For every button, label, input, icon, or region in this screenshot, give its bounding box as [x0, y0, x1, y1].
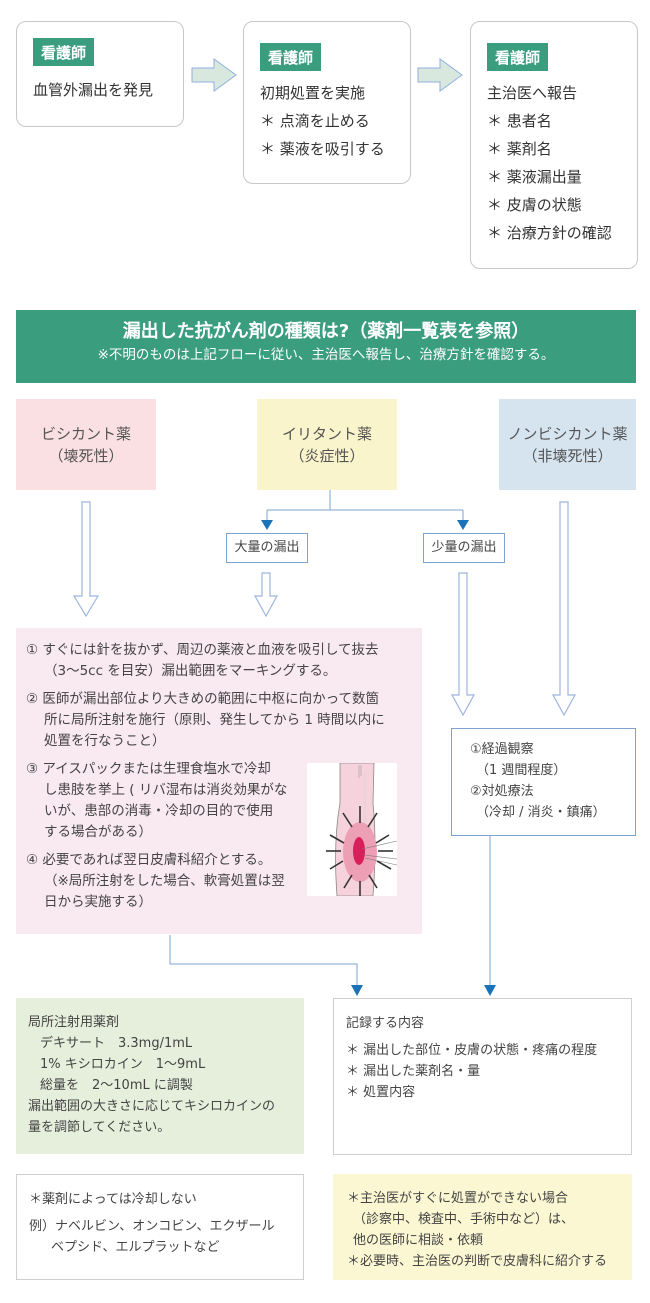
cooling-note-box: ＊薬剤によっては冷却しない 例）ナベルビン、オンコビン、エクザール ベプシド、エ… [16, 1174, 304, 1280]
injection-line: デキサート 3.3mg/1mL [40, 1036, 193, 1051]
step-text: ＊ 患者名 [487, 112, 552, 130]
doctor-note-line: ＊必要時、主治医の判断で皮膚科に紹介する [347, 1254, 608, 1269]
step-text: 初期処置を実施 [260, 84, 366, 102]
flow-arrow-2 [417, 58, 463, 92]
doctor-note-line: 他の医師に相談・依頼 [353, 1233, 484, 1248]
treatment-step-3: ③ アイスパックまたは生理食塩水で冷却 し患肢を挙上 ( リバ湿布は消炎効果がな… [26, 761, 288, 840]
banner-title: 漏出した抗がん剤の種類は?（薬剤一覧表を参照） [122, 321, 530, 342]
observation-line: （1 週間程度） [476, 763, 567, 778]
record-item: ＊ 処置内容 [346, 1085, 416, 1100]
hollow-arrow-nonvesicant [551, 501, 577, 717]
drug-type-banner: 漏出した抗がん剤の種類は?（薬剤一覧表を参照） ※不明のものは上記フローに従い、… [16, 310, 636, 383]
record-item: ＊ 漏出した部位・皮膚の状態・疼痛の程度 [346, 1043, 598, 1058]
record-item: ＊ 漏出した薬剤名・量 [346, 1064, 481, 1079]
category-name: ノンビシカント薬 [507, 424, 628, 443]
branch-large-leak: 大量の漏出 [226, 533, 308, 563]
banner-subtitle: ※不明のものは上記フローに従い、主治医へ報告し、治療方針を確認する。 [97, 347, 555, 363]
step-text: ＊ 皮膚の状態 [487, 196, 582, 214]
flow-arrow-1 [191, 58, 237, 92]
category-type: （非壊死性） [522, 446, 613, 465]
hollow-arrow-vesicant [72, 501, 100, 618]
injection-title: 局所注射用薬剤 [28, 1015, 120, 1030]
treatment-step-4: ④ 必要であれば翌日皮膚科紹介とする。 （※局所注射をした場合、軟膏処置は翌 日… [26, 852, 285, 910]
flow-step-report: 看護師 主治医へ報告 ＊ 患者名 ＊ 薬剤名 ＊ 薬液漏出量 ＊ 皮膚の状態 ＊… [470, 21, 638, 269]
category-name: イリタント薬 [281, 424, 372, 443]
record-content-box: 記録する内容 ＊ 漏出した部位・皮膚の状態・疼痛の程度 ＊ 漏出した薬剤名・量 … [333, 998, 632, 1155]
step-text: ＊ 薬液を吸引する [260, 140, 385, 158]
nurse-tag: 看護師 [260, 43, 322, 71]
note-line: ベプシド、エルプラットなど [51, 1240, 220, 1255]
observation-box: ①経過観察 （1 週間程度） ②対処療法 （冷却 / 消炎・鎮痛） [451, 728, 636, 836]
record-title: 記録する内容 [346, 1016, 425, 1031]
injection-line: 総量を 2～10mL に調製 [40, 1078, 193, 1093]
category-nonvesicant: ノンビシカント薬 （非壊死性） [499, 399, 636, 490]
flow-step-discover: 看護師 血管外漏出を発見 [16, 21, 184, 127]
local-injection-box: 局所注射用薬剤 デキサート 3.3mg/1mL 1% キシロカイン 1～9mL … [16, 998, 304, 1154]
treatment-step-1: ① すぐには針を抜かず、周辺の薬液と血液を吸引して抜去 （3～5cc を目安）漏… [26, 642, 379, 679]
hollow-arrow-large-leak [253, 572, 279, 618]
injection-line: 1% キシロカイン 1～9mL [40, 1057, 206, 1072]
injection-note: 漏出範囲の大きさに応じてキシロカインの [28, 1099, 276, 1114]
hollow-arrow-small-leak [450, 572, 476, 717]
flow-step-initial-treatment: 看護師 初期処置を実施 ＊ 点滴を止める ＊ 薬液を吸引する [243, 21, 411, 184]
arrowhead-large-leak [261, 520, 273, 530]
branch-small-leak: 少量の漏出 [423, 533, 505, 563]
observation-line: ②対処療法 [470, 784, 534, 799]
doctor-note-line: ＊主治医がすぐに処置ができない場合 [347, 1191, 569, 1206]
observation-line: （冷却 / 消炎・鎮痛） [476, 805, 606, 820]
step-text: 血管外漏出を発見 [33, 81, 154, 99]
category-type: （壊死性） [48, 446, 124, 465]
arrowhead-small-leak [457, 520, 469, 530]
nurse-tag: 看護師 [33, 38, 95, 66]
category-irritant: イリタント薬 （炎症性） [257, 399, 397, 490]
doctor-note-box: ＊主治医がすぐに処置ができない場合 （診察中、検査中、手術中など）は、 他の医師… [333, 1174, 632, 1280]
step-text: ＊ 薬液漏出量 [487, 168, 582, 186]
category-type: （炎症性） [289, 446, 365, 465]
step-text: ＊ 薬剤名 [487, 140, 552, 158]
step-text: 主治医へ報告 [487, 84, 578, 102]
doctor-note-line: （診察中、検査中、手術中など）は、 [353, 1212, 575, 1227]
treatment-step-2: ② 医師が漏出部位より大きめの範囲に中枢に向かって数箇 所に局所注射を施行（原則… [26, 691, 385, 749]
note-line: ＊薬剤によっては冷却しない [29, 1192, 197, 1207]
nurse-tag: 看護師 [487, 43, 549, 71]
category-vesicant: ビシカント薬 （壊死性） [16, 399, 156, 490]
observation-line: ①経過観察 [470, 742, 534, 757]
irritant-branch-connector [261, 490, 469, 530]
injection-note: 量を調節してください。 [28, 1120, 171, 1135]
step-text: ＊ 点滴を止める [260, 112, 370, 130]
step-text: ＊ 治療方針の確認 [487, 224, 612, 242]
record-connector [169, 836, 496, 996]
note-line: 例）ナベルビン、オンコビン、エクザール [29, 1219, 275, 1234]
category-name: ビシカント薬 [40, 424, 131, 443]
arm-injection-illustration [307, 763, 397, 896]
treatment-steps-box: ① すぐには針を抜かず、周辺の薬液と血液を吸引して抜去 （3～5cc を目安）漏… [16, 628, 422, 934]
